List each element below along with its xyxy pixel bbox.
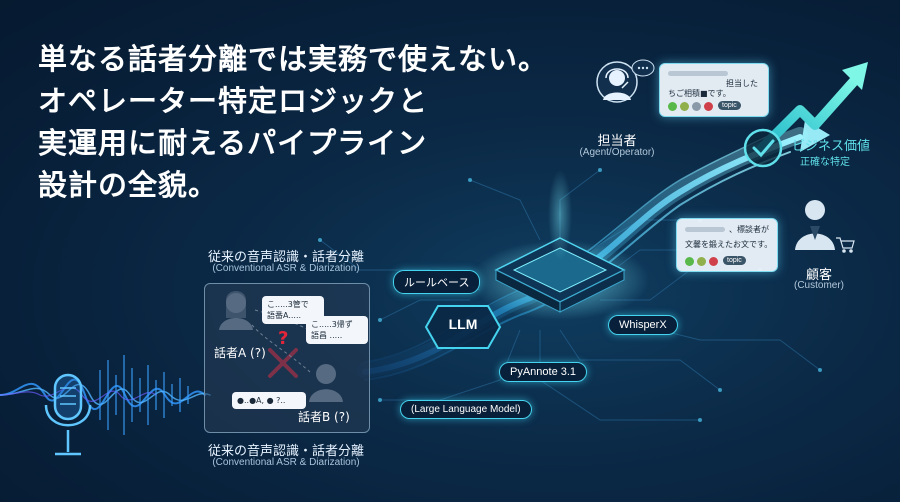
thumbs-up-icon bbox=[685, 257, 694, 266]
headline-line-2: オペレーター特定ロジックと bbox=[38, 84, 429, 118]
agent-chat-line-2: ちご相積■です。 bbox=[668, 89, 731, 98]
check-circle-icon bbox=[743, 128, 783, 168]
speech-bubble-b: こ.....3帰ず 語昌 ..... bbox=[306, 316, 368, 344]
conventional-subtitle-bottom: (Conventional ASR & Diarization) bbox=[212, 457, 360, 468]
cart-icon bbox=[836, 237, 855, 253]
headline-line-4: 設計の全貌。 bbox=[38, 168, 219, 202]
chat-placeholder-line bbox=[668, 71, 728, 76]
headline-line-3: 実運用に耐えるパイプライン bbox=[38, 126, 428, 160]
rule-based-chip: ルールベース bbox=[393, 270, 481, 294]
customer-topic-tag: topic bbox=[723, 256, 746, 265]
agent-speech-icon bbox=[631, 59, 655, 77]
growth-arrow-icon bbox=[755, 62, 868, 155]
question-mark: ? bbox=[278, 328, 289, 349]
agent-topic-tag: topic bbox=[718, 101, 741, 110]
waveform-bars bbox=[99, 355, 189, 435]
agent-chat-line-1: 担当した bbox=[726, 79, 758, 88]
bubble-b-line-2: 語昌 ..... bbox=[311, 331, 343, 340]
headline-line-1: 単なる話者分離では実務で使えない。 bbox=[38, 42, 549, 76]
like-icon bbox=[680, 102, 689, 111]
speaker-a-label: 話者A (?) bbox=[214, 346, 266, 360]
llm-fullname-chip: (Large Language Model) bbox=[400, 400, 532, 419]
agent-avatar-icon bbox=[596, 61, 638, 103]
llm-hexagon bbox=[424, 305, 502, 349]
agent-chat-card: 担当した ちご相積■です。 topic bbox=[659, 63, 769, 117]
whisperx-chip: WhisperX bbox=[608, 315, 678, 335]
agent-title: 担当者 bbox=[597, 134, 637, 149]
headline: 単なる話者分離では実務で使えない。 オペレーター特定ロジックと 実運用に耐えるパ… bbox=[38, 38, 548, 206]
flow-arrow-head bbox=[800, 120, 830, 152]
audio-waveform bbox=[0, 378, 211, 411]
processor-chip bbox=[470, 170, 650, 320]
business-value-subtitle: 正確な特定 bbox=[800, 157, 850, 168]
bubble-a-line-2: 語番A..... bbox=[267, 311, 302, 320]
customer-title: 顧客 bbox=[805, 268, 832, 283]
customer-subtitle: (Customer) bbox=[793, 280, 844, 291]
like-icon bbox=[697, 257, 706, 266]
microphone-icon bbox=[44, 373, 92, 456]
bubble-b-line-1: こ.....3帰ず bbox=[311, 320, 353, 329]
customer-chat-line-2: 文馨を鍛えたお文です。 bbox=[685, 240, 773, 249]
business-value-title: ビジネス価値 bbox=[792, 139, 871, 154]
customer-chat-card: 、標談者が 文馨を鍛えたお文です。 topic bbox=[676, 218, 778, 272]
conventional-title-bottom: 従来の音声認識・話者分離 bbox=[207, 444, 364, 459]
pyannote-chip: PyAnnote 3.1 bbox=[499, 362, 588, 382]
dislike-icon bbox=[709, 257, 718, 266]
customer-chat-line-1: 、標談者が bbox=[729, 225, 769, 234]
conventional-subtitle-top: (Conventional ASR & Diarization) bbox=[212, 263, 360, 274]
llm-label: LLM bbox=[448, 316, 478, 332]
speaker-b-label: 話者B (?) bbox=[298, 410, 350, 424]
bubble-a-line-1: こ.....3管で bbox=[267, 300, 309, 309]
thumbs-up-icon bbox=[668, 102, 677, 111]
neutral-icon bbox=[692, 102, 701, 111]
speech-bubble-c: ●..●A, ● ?.. bbox=[232, 392, 306, 409]
conventional-title-top: 従来の音声認識・話者分離 bbox=[207, 250, 364, 265]
chat-placeholder-line bbox=[685, 227, 725, 232]
agent-subtitle: (Agent/Operator) bbox=[579, 147, 655, 158]
dislike-icon bbox=[704, 102, 713, 111]
customer-avatar-icon bbox=[795, 200, 835, 250]
